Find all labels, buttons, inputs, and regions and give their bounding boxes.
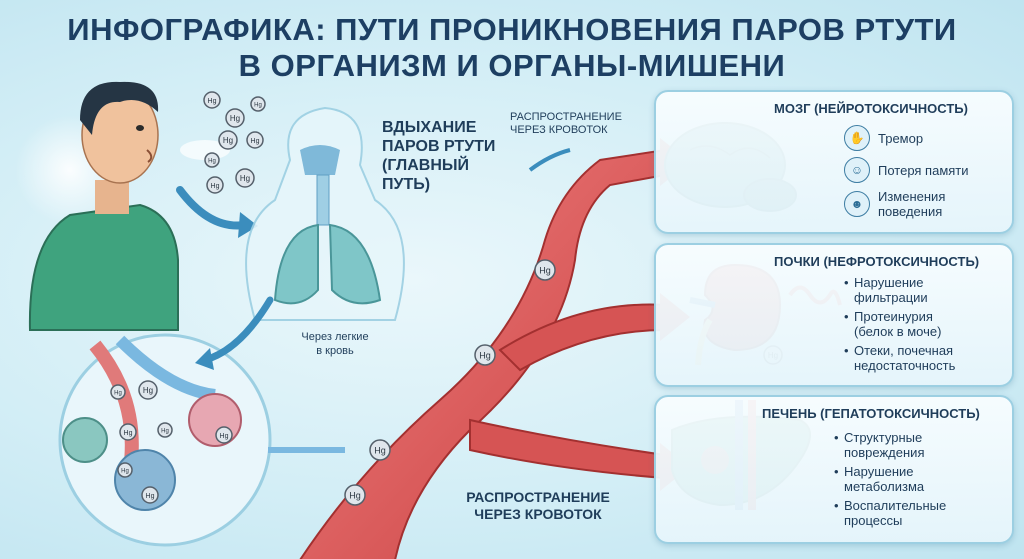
hg-molecule-icon: Hg <box>250 96 266 112</box>
svg-text:Hg: Hg <box>220 433 229 440</box>
list-item: Протеинурия (белок в моче) <box>844 309 955 339</box>
svg-text:Hg: Hg <box>208 158 216 164</box>
hg-molecule-icon: Hg <box>138 380 158 400</box>
hg-molecule-icon: Hg <box>117 462 133 478</box>
bloodstream-label-bottom: РАСПРОСТРАНЕНИЕ ЧЕРЕЗ КРОВОТОК <box>466 489 610 522</box>
memory-head-icon: ☺ <box>844 157 870 183</box>
liver-panel: ПЕЧЕНЬ (ГЕПАТОТОКСИЧНОСТЬ) Структурные п… <box>654 395 1014 544</box>
svg-text:Hg: Hg <box>124 430 133 437</box>
title-line-1: ИНФОГРАФИКА: ПУТИ ПРОНИКНОВЕНИЯ ПАРОВ РТ… <box>67 12 957 47</box>
hg-molecule-icon: Hg <box>246 131 264 149</box>
list-item: ✋ Тремор <box>844 125 969 151</box>
kidney-effects-list: Нарушение фильтрации Протеинурия (белок … <box>844 275 955 377</box>
svg-text:Hg: Hg <box>230 114 240 123</box>
person-illustration <box>15 81 179 331</box>
hg-molecule-icon: Hg <box>534 259 556 281</box>
hand-tremor-icon: ✋ <box>844 125 870 151</box>
hg-molecule-icon: Hg <box>218 130 238 150</box>
hg-molecule-icon: Hg <box>369 439 391 461</box>
kidney-panel-title: ПОЧКИ (НЕФРОТОКСИЧНОСТЬ) <box>774 254 980 269</box>
hg-molecule-icon: Hg <box>344 484 366 506</box>
list-item: Нарушение фильтрации <box>844 275 955 305</box>
kidney-panel: ПОЧКИ (НЕФРОТОКСИЧНОСТЬ) Нарушение фильт… <box>654 243 1014 387</box>
svg-text:Hg: Hg <box>161 428 169 434</box>
hg-molecule-icon: Hg <box>157 422 173 438</box>
list-item: Структурные повреждения <box>834 430 946 460</box>
hg-molecule-icon: Hg <box>119 423 137 441</box>
liver-panel-title: ПЕЧЕНЬ (ГЕПАТОТОКСИЧНОСТЬ) <box>762 406 980 421</box>
svg-text:Hg: Hg <box>374 446 386 456</box>
svg-text:Hg: Hg <box>208 98 217 105</box>
behavior-head-icon: ☻ <box>844 191 870 217</box>
svg-text:Hg: Hg <box>479 351 491 361</box>
hg-molecule-icon: Hg <box>225 108 245 128</box>
respiratory-system <box>245 106 405 321</box>
svg-text:Hg: Hg <box>349 491 361 501</box>
svg-text:Hg: Hg <box>251 138 260 145</box>
liver-effects-list: Структурные повреждения Нарушение метабо… <box>834 430 946 532</box>
alveoli-closeup <box>58 333 272 547</box>
hg-molecule-icon: Hg <box>203 91 221 109</box>
bloodstream-label-top: РАСПРОСТРАНЕНИЕ ЧЕРЕЗ КРОВОТОК <box>510 111 622 136</box>
list-item: Воспалительные процессы <box>834 498 946 528</box>
svg-text:Hg: Hg <box>121 468 129 474</box>
page-title: ИНФОГРАФИКА: ПУТИ ПРОНИКНОВЕНИЯ ПАРОВ РТ… <box>0 12 1024 84</box>
title-line-2: В ОРГАНИЗМ И ОРГАНЫ-МИШЕНИ <box>238 48 786 83</box>
brain-panel-title: МОЗГ (НЕЙРОТОКСИЧНОСТЬ) <box>774 101 968 116</box>
brain-effects-list: ✋ Тремор ☺ Потеря памяти ☻ Изменения пов… <box>844 125 969 225</box>
inhalation-label: ВДЫХАНИЕ ПАРОВ РТУТИ (ГЛАВНЫЙ ПУТЬ) <box>382 119 496 193</box>
svg-text:Hg: Hg <box>114 390 122 396</box>
lungs-caption: Через легкие в кровь <box>301 331 369 357</box>
list-item: ☻ Изменения поведения <box>844 189 969 219</box>
hg-molecule-icon: Hg <box>235 168 255 188</box>
svg-text:Hg: Hg <box>240 174 250 183</box>
hg-molecule-icon: Hg <box>204 152 220 168</box>
svg-text:Hg: Hg <box>146 493 155 500</box>
hg-molecule-icon: Hg <box>215 426 233 444</box>
svg-text:Hg: Hg <box>143 386 153 395</box>
hg-molecule-icon: Hg <box>110 384 126 400</box>
list-item: Нарушение метаболизма <box>834 464 946 494</box>
brain-panel: МОЗГ (НЕЙРОТОКСИЧНОСТЬ) ✋ Тремор ☺ Потер… <box>654 90 1014 234</box>
hg-molecule-icon: Hg <box>141 486 159 504</box>
svg-text:Hg: Hg <box>254 102 262 108</box>
hg-molecule-icon: Hg <box>474 344 496 366</box>
list-item: ☺ Потеря памяти <box>844 157 969 183</box>
svg-text:Hg: Hg <box>211 183 220 190</box>
svg-text:Hg: Hg <box>223 136 233 145</box>
svg-text:Hg: Hg <box>539 266 551 276</box>
list-item: Отеки, почечная недостаточность <box>844 343 955 373</box>
hg-molecule-icon: Hg <box>206 176 224 194</box>
